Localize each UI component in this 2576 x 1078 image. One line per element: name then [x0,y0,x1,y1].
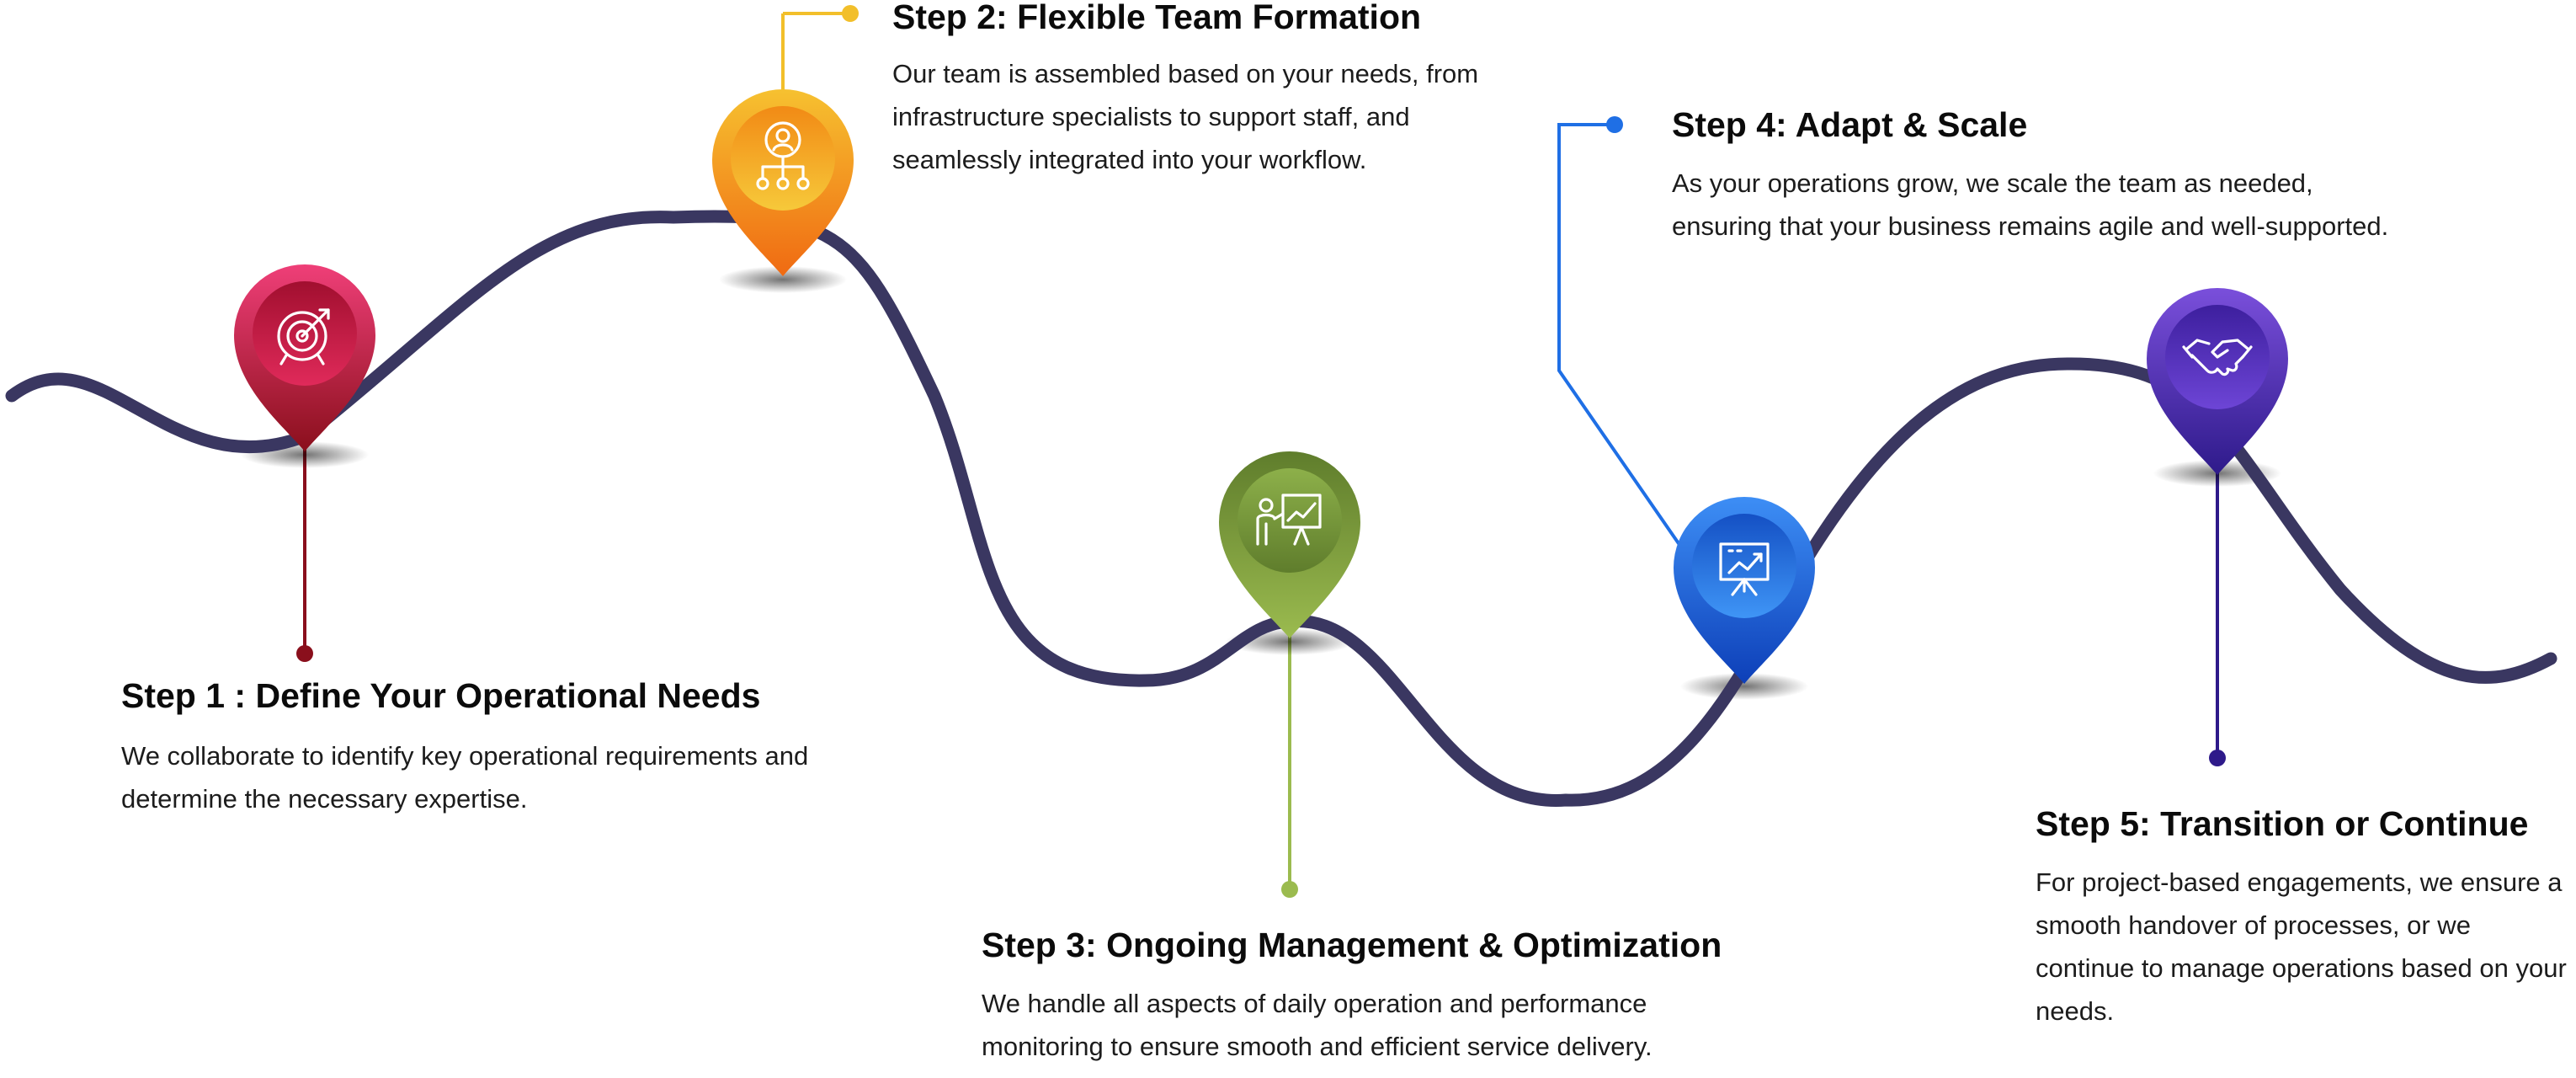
step-2-title: Step 2: Flexible Team Formation [892,0,1422,36]
step-4-title: Step 4: Adapt & Scale [1672,105,2028,144]
step-4-description: As your operations grow, we scale the te… [1672,168,2389,241]
pin-shadow-4 [1680,673,1808,700]
pin-step-5 [2147,288,2288,475]
step-3-title: Step 3: Ongoing Management & Optimizatio… [982,926,1722,964]
step-2-description: Our team is assembled based on your need… [892,59,1479,174]
connector-1 [296,440,313,662]
connector-3 [1281,633,1298,898]
growth-chart-icon [1719,542,1770,596]
connector-4 [1557,116,1685,552]
step-1-title: Step 1 : Define Your Operational Needs [121,676,761,715]
connector-2 [781,5,859,91]
pin-shadow-2 [719,266,847,293]
presentation-icon [1256,494,1322,546]
pin-step-2 [712,89,854,276]
step-3-description: We handle all aspects of daily operation… [982,989,1653,1061]
connector-5 [2209,472,2226,766]
step-5-title: Step 5: Transition or Continue [2036,804,2529,843]
step-1-description: We collaborate to identify key operation… [121,741,809,814]
step-5-description: For project-based engagements, we ensure… [2036,867,2567,1026]
pin-step-3 [1219,451,1360,638]
team-hierarchy-icon [756,121,810,190]
handshake-icon [2182,339,2253,376]
pin-step-4 [1674,497,1815,684]
pin-step-1 [234,264,375,451]
target-icon [277,308,330,366]
